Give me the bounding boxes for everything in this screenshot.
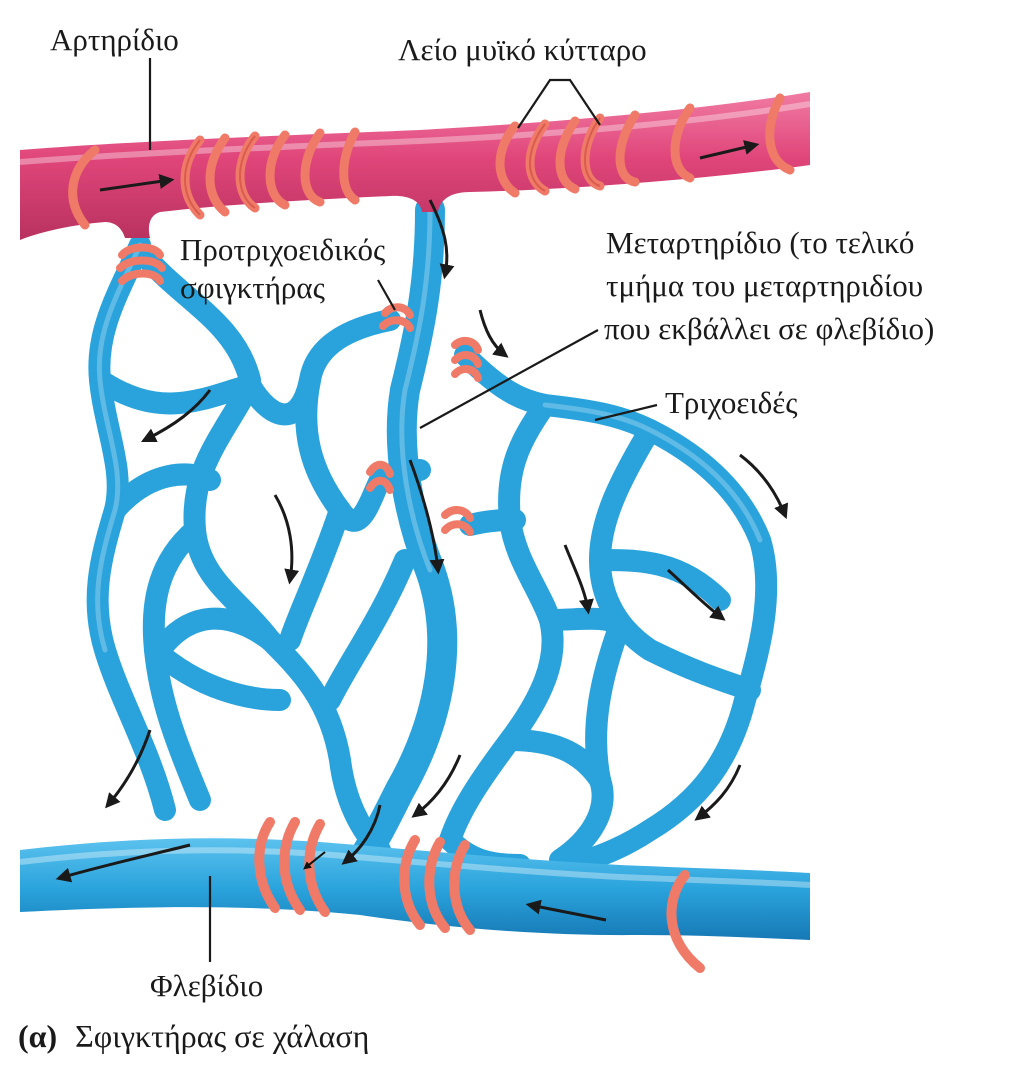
label-venule: Φλεβίδιο <box>150 968 264 1003</box>
label-metarteriole-1: Μεταρτηρίδιο (το τελικό <box>606 225 915 260</box>
leader-lines <box>148 58 658 962</box>
label-metarteriole-3: που εκβάλλει σε φλεβίδιο) <box>604 311 935 346</box>
label-capillaries: Τριχοειδές <box>665 385 798 420</box>
figure-caption: (α) Σφιγκτήρας σε χάλαση <box>18 1018 369 1054</box>
caption-tag: (α) <box>18 1018 58 1054</box>
label-precapillary-sphincter-2: σφιγκτήρας <box>180 270 325 305</box>
label-metarteriole-2: τμήμα του μεταρτηριδίου <box>606 268 924 303</box>
label-smooth-muscle: Λείο μυϊκό κύτταρο <box>398 32 647 67</box>
capillary-network <box>86 195 778 885</box>
label-precapillary-sphincter-1: Προτριχοειδικός <box>180 232 386 267</box>
label-arteriole: Αρτηρίδιο <box>50 22 179 57</box>
flow-arrows <box>55 140 789 922</box>
precapillary-sphincters <box>116 243 482 536</box>
caption-text: Σφιγκτήρας σε χάλαση <box>75 1018 370 1054</box>
